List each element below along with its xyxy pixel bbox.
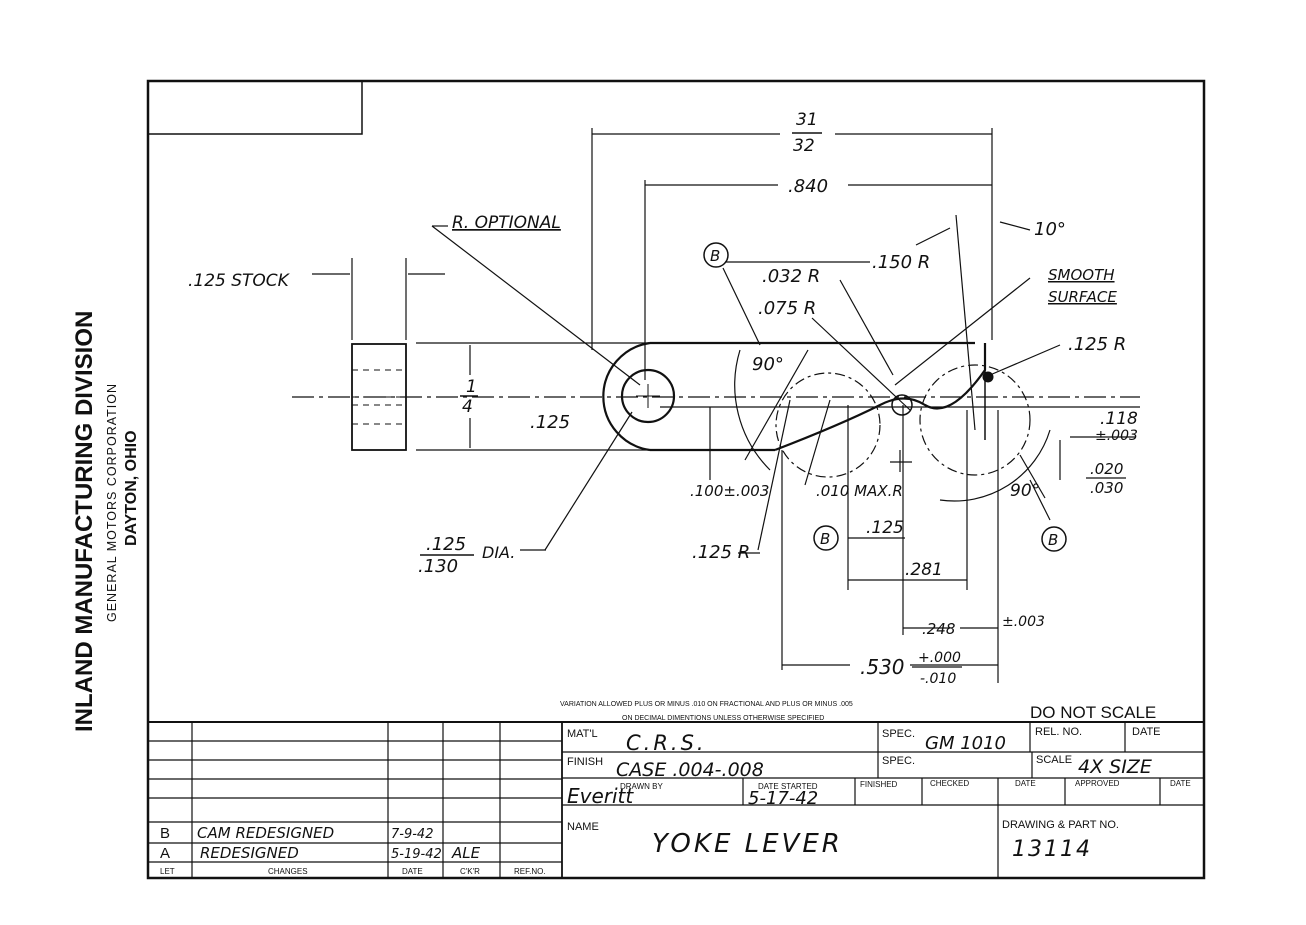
pivot-hole xyxy=(620,368,676,424)
rev-a-ckr: ALE xyxy=(451,844,481,862)
spec1-label: SPEC. xyxy=(882,728,915,740)
dim-840: .840 xyxy=(788,176,828,197)
balloon-b-top xyxy=(703,242,729,268)
name-value: YOKE LEVER xyxy=(652,829,843,859)
dim-125c: .125 xyxy=(866,518,904,538)
header-changes: CHANGES xyxy=(268,867,308,876)
dim-530: .530 xyxy=(860,655,905,679)
dim-thick-num: 1 xyxy=(466,377,477,397)
corner-box xyxy=(147,80,363,135)
finish-value: CASE .004-.008 xyxy=(616,759,764,781)
rev-a-let: A xyxy=(160,845,170,862)
dim-tol003a: ±.003 xyxy=(1095,428,1138,444)
dim-100: .100±.003 xyxy=(690,482,769,500)
scale-label: SCALE xyxy=(1036,754,1072,766)
rev-a-change: REDESIGNED xyxy=(200,844,299,862)
dim-248: .248 xyxy=(922,620,955,638)
dim-118: .118 xyxy=(1100,409,1138,429)
title-block-text: MAT'L C.R.S. SPEC. GM 1010 REL. NO. DATE… xyxy=(567,726,1191,862)
relno-label: REL. NO. xyxy=(1035,726,1082,738)
dim-max-r: .010 MAX.R xyxy=(816,482,903,500)
spec1-value: GM 1010 xyxy=(925,733,1006,754)
header-date: DATE xyxy=(402,867,423,876)
dim-dia-label: DIA. xyxy=(482,543,515,562)
balloon-b-top-label: B xyxy=(710,247,720,265)
division-city: DAYTON, OHIO xyxy=(123,430,140,546)
rev-b-change: CAM REDESIGNED xyxy=(197,824,334,842)
dim-r032: .032 R xyxy=(762,266,820,287)
part-value: 13114 xyxy=(1012,837,1092,862)
finish-label: FINISH xyxy=(567,756,603,768)
detail-balloons: B B B xyxy=(703,242,1067,552)
dim-tol-minus: -.010 xyxy=(920,671,956,687)
drawn-value: Everitt xyxy=(567,784,634,808)
dim-dia-top: .125 xyxy=(426,534,466,555)
dim-width-den: 32 xyxy=(793,136,815,156)
header-ckr: C'K'R xyxy=(460,867,480,876)
dim-angle-90b: 90° xyxy=(1010,481,1040,501)
approved-label: APPROVED xyxy=(1075,779,1120,788)
name-label: NAME xyxy=(567,821,599,833)
do-not-scale: DO NOT SCALE xyxy=(1030,703,1156,722)
balloon-b-right xyxy=(1041,526,1067,552)
scale-value: 4X SIZE xyxy=(1078,756,1152,778)
rev-b-date: 7-9-42 xyxy=(391,827,433,842)
dim-125: .125 xyxy=(530,412,570,433)
dim-thick-den: 4 xyxy=(462,397,473,417)
variation-note-2: ON DECIMAL DIMENTIONS UNLESS OTHERWISE S… xyxy=(622,715,824,722)
matl-value: C.R.S. xyxy=(626,731,707,755)
balloon-b-mid xyxy=(813,525,839,551)
dim-stock: .125 STOCK xyxy=(188,271,291,291)
balloon-b-right-label: B xyxy=(1048,531,1058,549)
dim-angle-10: 10° xyxy=(1034,219,1066,240)
dimension-labels: 31 32 .840 10° R. OPTIONAL .125 STOCK .1… xyxy=(188,110,1138,687)
dim-r125b: .125 R xyxy=(692,542,750,563)
revision-table: B CAM REDESIGNED 7-9-42 A REDESIGNED 5-1… xyxy=(160,824,546,876)
balloon-b-mid-label: B xyxy=(820,530,830,548)
date-label-2: DATE xyxy=(1015,779,1036,788)
dim-020: .020 xyxy=(1090,460,1123,478)
header-let: LET xyxy=(160,867,175,876)
started-label: DATE STARTED xyxy=(758,782,818,791)
title-block xyxy=(148,721,1204,878)
note-smooth: SMOOTH xyxy=(1048,266,1115,284)
dim-r-optional: R. OPTIONAL xyxy=(452,213,561,233)
dim-tol003b: ±.003 xyxy=(1002,614,1045,630)
finished-label: FINISHED xyxy=(860,780,898,789)
note-surface: SURFACE xyxy=(1048,288,1117,306)
date-label-1: DATE xyxy=(1132,726,1161,738)
drawn-label: DRAWN BY xyxy=(620,782,663,791)
dim-angle-90a: 90° xyxy=(752,354,784,375)
started-value: 5-17-42 xyxy=(748,788,818,809)
rev-a-date: 5-19-42 xyxy=(391,847,442,862)
dim-r150: .150 R xyxy=(872,252,930,273)
drawing-border xyxy=(146,79,1206,880)
spec2-label: SPEC. xyxy=(882,755,915,767)
dim-281: .281 xyxy=(905,560,943,580)
dim-tol-plus: +.000 xyxy=(918,650,961,666)
part-geometry xyxy=(292,341,1140,683)
dimension-lines xyxy=(312,128,1135,666)
rev-b-let: B xyxy=(160,825,170,842)
dim-dia-bot: .130 xyxy=(418,556,458,577)
division-title: INLAND MANUFACTURING DIVISION GENERAL MO… xyxy=(71,311,140,732)
date-label-3: DATE xyxy=(1170,779,1191,788)
division-name: INLAND MANUFACTURING DIVISION xyxy=(71,311,98,732)
dim-r125a: .125 R xyxy=(1068,334,1126,355)
matl-label: MAT'L xyxy=(567,728,598,740)
notes: VARIATION ALLOWED PLUS OR MINUS .010 ON … xyxy=(560,701,1156,722)
header-refno: REF.NO. xyxy=(514,867,546,876)
checked-label: CHECKED xyxy=(930,779,969,788)
dim-width-num: 31 xyxy=(796,110,818,130)
corporation-name: GENERAL MOTORS CORPORATION xyxy=(105,383,119,622)
dim-r075: .075 R xyxy=(758,298,816,319)
part-label: DRAWING & PART NO. xyxy=(1002,819,1119,831)
variation-note-1: VARIATION ALLOWED PLUS OR MINUS .010 ON … xyxy=(560,701,853,708)
dim-030: .030 xyxy=(1090,479,1123,497)
